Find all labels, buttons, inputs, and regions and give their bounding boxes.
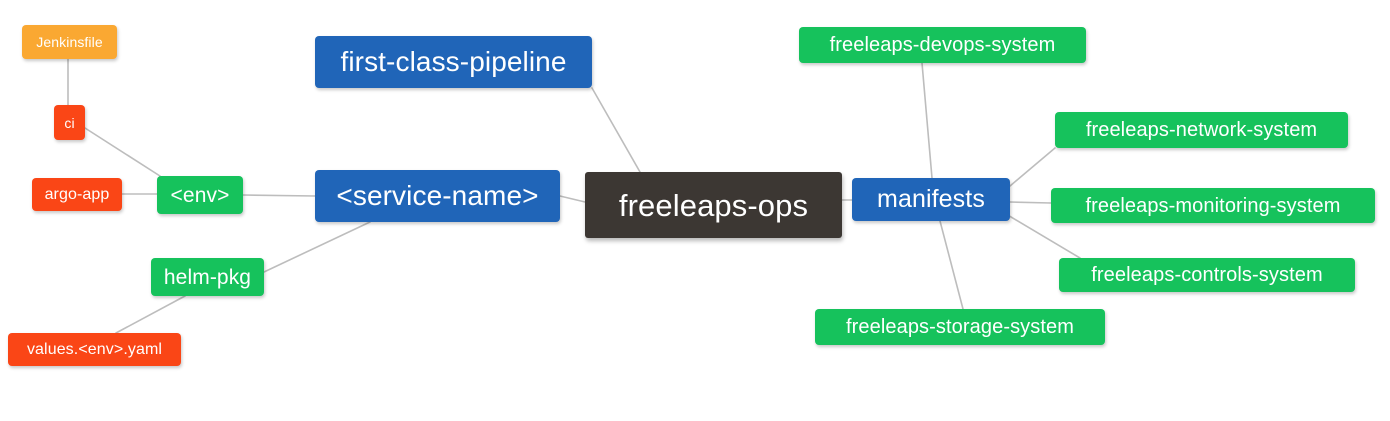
node-freeleaps-ops-root[interactable]: freeleaps-ops (585, 172, 842, 238)
node-jenkinsfile[interactable]: Jenkinsfile (22, 25, 117, 59)
node-freeleaps-monitoring-system[interactable]: freeleaps-monitoring-system (1051, 188, 1375, 223)
edge-root-pipeline (591, 87, 641, 173)
node-helm-pkg[interactable]: helm-pkg (151, 258, 264, 296)
node-ci[interactable]: ci (54, 105, 85, 140)
node-argo-app[interactable]: argo-app (32, 178, 122, 211)
edge-helm-pkg-values (115, 295, 186, 334)
edge-manifests-devops (921, 62, 933, 179)
node-service-name[interactable]: <service-name> (315, 170, 560, 222)
node-values-env-yaml[interactable]: values.<env>.yaml (8, 333, 181, 366)
edge-root-service-name (559, 195, 586, 203)
edge-service-name-env (242, 194, 316, 197)
edge-service-name-helm-pkg (263, 221, 371, 273)
node-freeleaps-devops-system[interactable]: freeleaps-devops-system (799, 27, 1086, 63)
edge-manifests-network (1009, 147, 1056, 187)
node-freeleaps-controls-system[interactable]: freeleaps-controls-system (1059, 258, 1355, 292)
edge-env-ci (84, 127, 161, 177)
edge-manifests-storage (939, 220, 964, 310)
node-manifests[interactable]: manifests (852, 178, 1010, 221)
node-freeleaps-storage-system[interactable]: freeleaps-storage-system (815, 309, 1105, 345)
node-first-class-pipeline[interactable]: first-class-pipeline (315, 36, 592, 88)
node-env[interactable]: <env> (157, 176, 243, 214)
node-freeleaps-network-system[interactable]: freeleaps-network-system (1055, 112, 1348, 148)
edge-manifests-monitoring (1009, 201, 1052, 204)
